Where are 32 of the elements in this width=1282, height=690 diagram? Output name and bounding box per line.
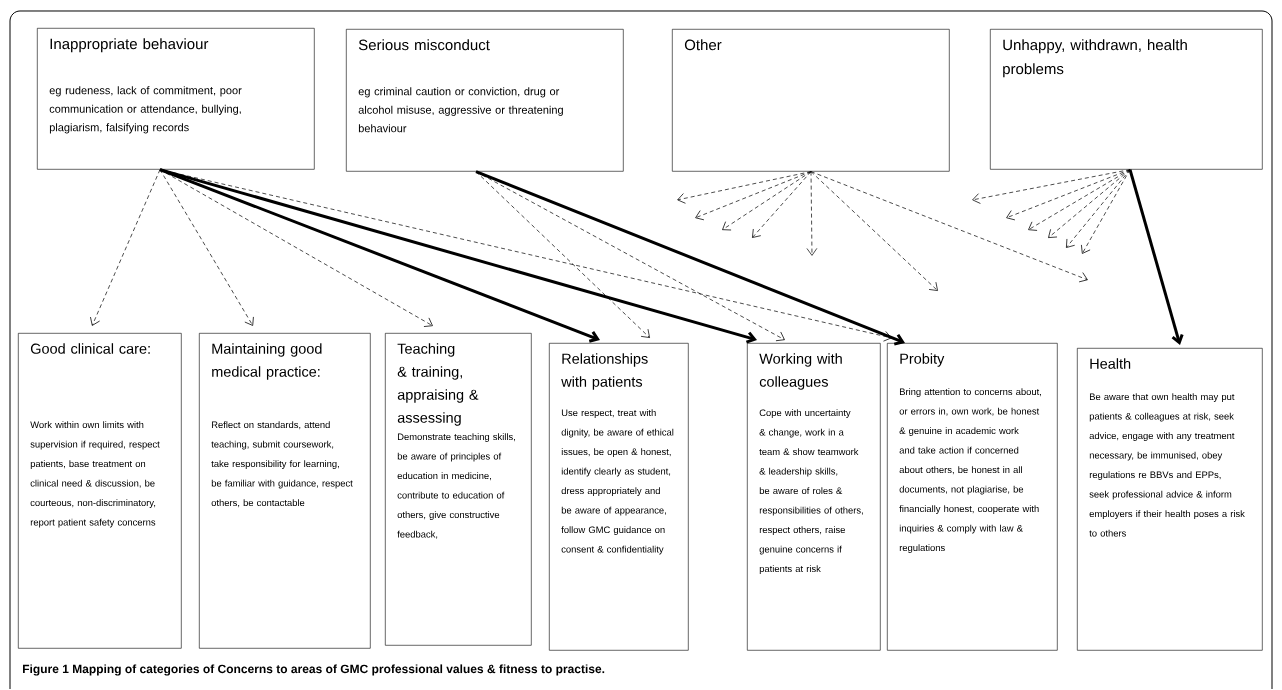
arrow bbox=[1006, 169, 1131, 221]
arrow bbox=[972, 169, 1131, 204]
arrow bbox=[810, 171, 1088, 283]
category-box: Health Be aware that own health may put patients & colleagues at risk, seek advice, engage with any treatment necessary, be immunised, obey regulations re BBVs and EPPs, seek professional advice & inform employers if their health poses a risk to others bbox=[1077, 348, 1263, 651]
arrow bbox=[1128, 169, 1184, 345]
category-box: Serious misconduct eg criminal caution or conviction, drug or alcohol misuse, aggressive or threatening behaviour bbox=[346, 29, 624, 172]
arrow bbox=[159, 168, 757, 344]
figure-caption: Figure 1 Mapping of categories of Concerns to areas of GMC professional values & fitness to practise. bbox=[23, 664, 605, 676]
arrow bbox=[90, 169, 161, 326]
category-box: Probity Bring attention to concerns about, or errors in, own work, be honest & genuine in academic work and take action if concerned about others, be honest in all documents, not plagiarise, be financially honest, cooperate with inquiries & comply with law & regulations bbox=[887, 343, 1058, 651]
category-box: Good clinical care: Work within own limits with supervision if required, respect patients, base treatment on clinical need & discussion, be courteous, non-discriminatory, report patient safety concerns bbox=[18, 333, 182, 649]
category-box: Relationships with patients Use respect, treat with dignity, be aware of ethical issues, be open & honest, identify clearly as student, dress appropriately and be aware of appearance, follow GMC guidance on consent & confidentiality bbox=[549, 343, 689, 651]
arrow bbox=[677, 171, 812, 204]
arrow bbox=[159, 169, 892, 342]
category-box: Unhappy, withdrawn, health problems bbox=[990, 29, 1263, 170]
arrow bbox=[475, 171, 650, 338]
arrow bbox=[1028, 169, 1131, 231]
arrow bbox=[159, 169, 254, 326]
arrow bbox=[695, 171, 812, 221]
arrow bbox=[752, 171, 812, 238]
category-box: Inappropriate behaviour eg rudeness, lack of commitment, poor communication or attendance, bullying, plagiarism, falsifying records bbox=[37, 28, 315, 170]
category-box: Other bbox=[672, 29, 950, 172]
arrow bbox=[1048, 169, 1131, 238]
arrow bbox=[722, 171, 812, 231]
arrow bbox=[475, 170, 905, 346]
category-box: Working with colleagues Cope with uncertainty & change, work in a team & show teamwork & leadership skills, be aware of roles & responsibilities of others, respect others, raise genuine concerns if patients at risk bbox=[747, 343, 881, 651]
category-box: Maintaining good medical practice: Reflect on standards, attend teaching, submit coursework, take responsibility for learning, be familiar with guidance, respect others, be contactable bbox=[199, 333, 371, 649]
arrow bbox=[1066, 169, 1131, 248]
category-box: Teaching & training, appraising & assessing Demonstrate teaching skills, be aware of principles of education in medicine, contribute to education of others, give constructive feedback, bbox=[385, 333, 532, 646]
arrow bbox=[1081, 169, 1131, 254]
arrow bbox=[806, 171, 818, 256]
arrow bbox=[810, 171, 938, 291]
